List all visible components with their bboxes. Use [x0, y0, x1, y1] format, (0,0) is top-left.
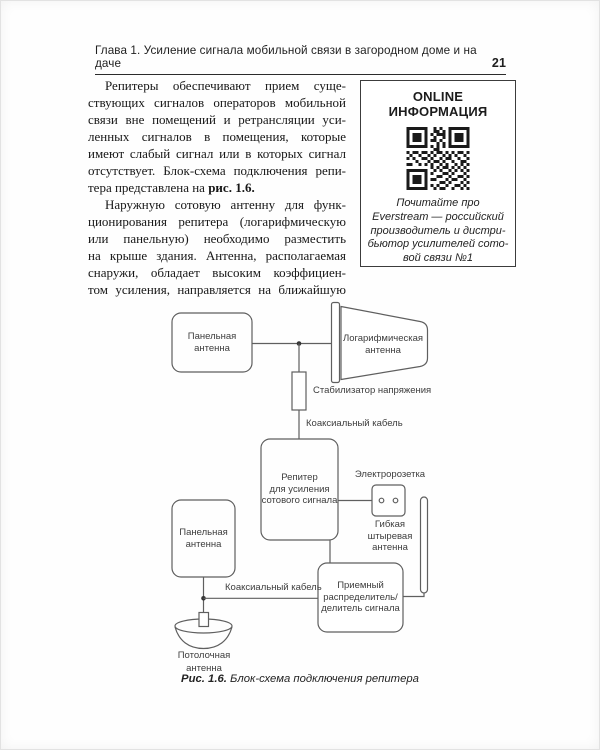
label-whip-antenna: Гибкая штыревая антенна — [367, 519, 413, 553]
figure-reference: рис. 1.6. — [208, 180, 255, 195]
online-info-title: ONLINE ИНФОРМАЦИЯ — [388, 89, 488, 119]
ceiling-antenna-bowl — [174, 626, 233, 650]
online-info-box: ONLINE ИНФОРМАЦИЯ Почитайте про Everstre… — [360, 80, 516, 267]
outlet-hole — [378, 497, 385, 504]
figure-caption-number: Рис. 1.6. — [181, 673, 227, 685]
label-log-antenna: Логарифмическая антенна — [342, 333, 424, 356]
qr-code-icon — [403, 124, 473, 194]
label-ceiling-antenna: Потолочная антенна — [177, 650, 231, 674]
body-text-column: Репитеры обеспечивают прием суще- ствующ… — [88, 77, 346, 298]
paragraph-1: Репитеры обеспечивают прием суще- ствующ… — [88, 77, 346, 196]
outlet-hole — [392, 497, 399, 504]
panel-antenna-top-box — [171, 312, 253, 373]
page-number: 21 — [491, 56, 506, 70]
page-header: Глава 1. Усиление сигнала мобильной связ… — [95, 44, 506, 75]
ceiling-antenna-feed — [198, 611, 210, 628]
label-coax-cable-top: Коаксиальный кабель — [306, 418, 403, 429]
label-panel-antenna-top: Панельная антенна — [187, 331, 237, 354]
label-repeater: Репитер для усиления сотового сигнала — [261, 472, 338, 507]
stabilizer-box — [291, 371, 307, 411]
label-coax-cable-bottom: Коаксиальный кабель — [225, 582, 322, 593]
label-splitter: Приемный распределитель/ делитель сигнал… — [321, 580, 400, 615]
outlet-box — [371, 484, 406, 517]
chapter-title: Глава 1. Усиление сигнала мобильной связ… — [95, 44, 477, 70]
repeater-box — [260, 438, 339, 541]
log-antenna-horn — [340, 305, 429, 381]
figure-caption-text: Блок-схема подключения репитера — [226, 673, 419, 685]
label-stabilizer: Стабилизатор напряжения — [313, 385, 432, 396]
label-outlet: Электророзетка — [354, 469, 426, 480]
connector-line — [403, 593, 425, 598]
online-info-caption: Почитайте про Everstream — российский пр… — [367, 197, 509, 265]
paragraph-1-last-line: тера представлена на рис. 1.6. — [88, 180, 255, 195]
figure-caption: Рис. 1.6. Блок-схема подключения репитер… — [0, 673, 600, 685]
log-antenna-bar — [330, 301, 341, 384]
splitter-box — [317, 562, 404, 633]
paragraph-2: Наружную сотовую антенну для функ- циони… — [88, 196, 346, 298]
paragraph-2-lines: Наружную сотовую антенну для функ- циони… — [88, 197, 346, 297]
paragraph-1-lines: Репитеры обеспечивают прием суще- ствующ… — [88, 78, 346, 178]
label-panel-antenna-bottom: Панельная антенна — [179, 527, 228, 550]
